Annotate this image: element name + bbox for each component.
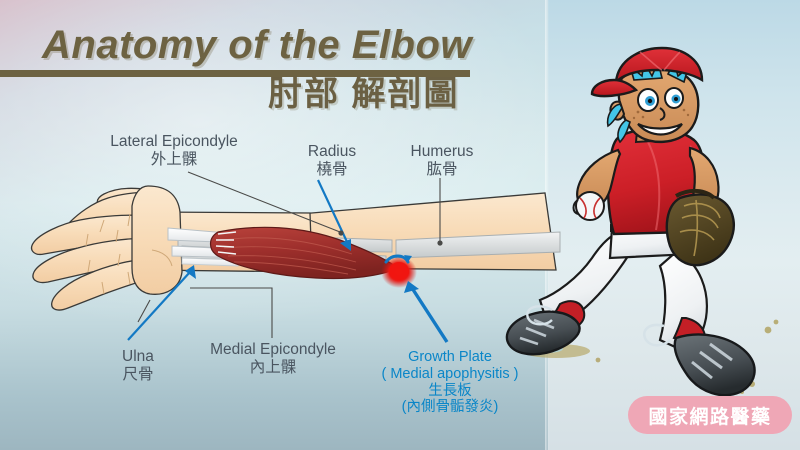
label-medial-epicondyle-en: Medial Epicondyle xyxy=(210,341,336,358)
watermark-badge: 國家網路醫藥 xyxy=(628,396,792,434)
label-radius: Radius 橈骨 xyxy=(296,143,368,179)
page-title-chinese: 肘部 解剖圖 xyxy=(268,75,460,113)
watermark-text: 國家網路醫藥 xyxy=(648,406,772,428)
label-growth-plate-zh-sub: (內側骨骺發炎) xyxy=(401,399,499,416)
label-growth-plate-en-sub: ( Medial apophysitis ) xyxy=(381,365,519,382)
label-lateral-epicondyle-en: Lateral Epicondyle xyxy=(110,133,238,150)
title-underline xyxy=(0,70,470,77)
label-radius-en: Radius xyxy=(307,143,357,160)
label-ulna: Ulna 尺骨 xyxy=(108,348,168,384)
label-ulna-en: Ulna xyxy=(122,348,154,365)
label-humerus: Humerus 肱骨 xyxy=(400,143,484,179)
label-lateral-epicondyle: Lateral Epicondyle 外上髁 xyxy=(98,133,250,169)
label-ulna-zh: 尺骨 xyxy=(122,365,154,383)
label-medial-epicondyle: Medial Epicondyle 內上髁 xyxy=(198,341,348,377)
label-radius-zh: 橈骨 xyxy=(316,160,348,178)
label-growth-plate-zh: 生長板 xyxy=(428,382,472,399)
label-humerus-zh: 肱骨 xyxy=(426,160,458,178)
page-title-english: Anatomy of the Elbow xyxy=(42,23,472,67)
label-growth-plate: Growth Plate ( Medial apophysitis ) 生長板 … xyxy=(355,349,545,416)
background-right-panel xyxy=(545,0,800,450)
label-humerus-en: Humerus xyxy=(410,143,474,160)
label-medial-epicondyle-zh: 內上髁 xyxy=(249,358,297,376)
label-lateral-epicondyle-zh: 外上髁 xyxy=(150,150,198,168)
label-growth-plate-en: Growth Plate xyxy=(408,349,492,365)
